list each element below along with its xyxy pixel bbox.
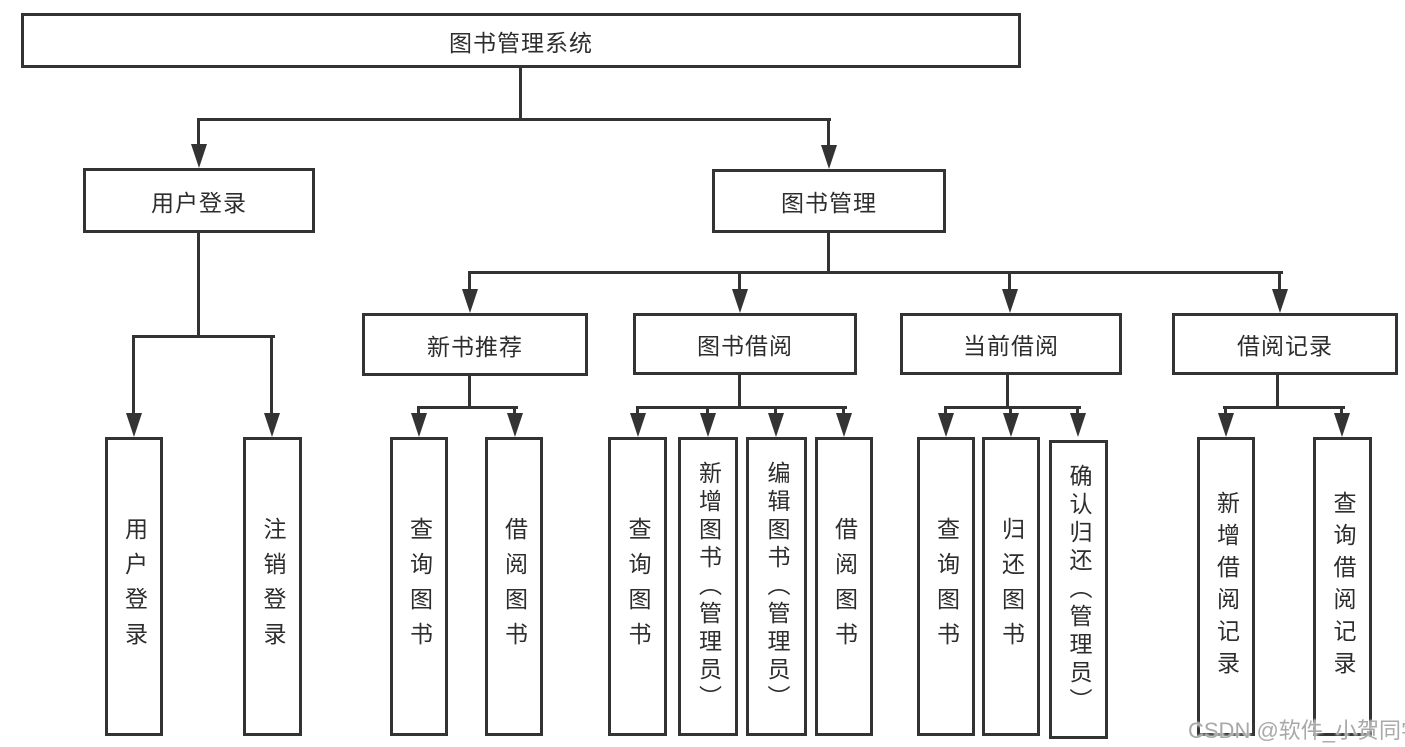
leaf-label: 用户登录 — [121, 516, 148, 657]
leaf-query-borrow-record: 查询借阅记录 — [1313, 437, 1372, 736]
connector-book-management-stem — [827, 231, 830, 273]
connector-drop-leaf — [636, 406, 639, 416]
connector-drop-leaf — [132, 335, 135, 415]
connector-drop-leaf — [417, 406, 420, 416]
leaf-edit-books-admin: 编辑图书（管理员） — [746, 437, 807, 736]
leaf-add-books-admin: 新增图书（管理员） — [678, 437, 738, 736]
node-label: 图书管理 — [781, 190, 877, 216]
connector-drop-leaf — [1340, 406, 1343, 416]
leaf-label: 新增图书（管理员） — [695, 460, 722, 713]
arrow-down-icon — [1002, 289, 1018, 313]
arrow-down-icon — [821, 145, 837, 169]
connector-current-rail — [944, 406, 1081, 409]
leaf-label: 确认归还（管理员） — [1066, 463, 1092, 716]
connector-drop-level3 — [1278, 271, 1281, 289]
leaf-logout-login: 注销登录 — [243, 437, 302, 736]
connector-recommend-stem — [468, 374, 471, 408]
arrow-down-icon — [191, 144, 207, 168]
connector-records-rail — [1223, 406, 1345, 409]
arrow-down-icon — [1003, 413, 1019, 437]
leaf-return-books: 归还图书 — [982, 437, 1040, 736]
connector-drop-leaf — [270, 335, 273, 415]
connector-records-stem — [1276, 373, 1279, 408]
arrow-down-icon — [1070, 413, 1086, 437]
csdn-watermark: CSDN @软件_小贺同学 — [1188, 718, 1405, 743]
node-new-book-recommend: 新书推荐 — [362, 313, 588, 376]
connector-borrow-rail — [636, 406, 847, 409]
node-book-management: 图书管理 — [712, 169, 946, 233]
arrow-down-icon — [836, 413, 852, 437]
leaf-borrow-books-borrow: 借阅图书 — [815, 437, 873, 736]
leaf-label: 编辑图书（管理员） — [764, 460, 790, 713]
leaf-label: 借阅图书 — [501, 516, 528, 657]
connector-drop-leaf — [513, 406, 516, 416]
leaf-label: 新增借阅记录 — [1213, 490, 1240, 683]
leaf-add-borrow-record: 新增借阅记录 — [1197, 437, 1255, 736]
arrow-down-icon — [1272, 289, 1288, 313]
connector-borrow-stem — [738, 373, 741, 408]
arrow-down-icon — [630, 413, 646, 437]
connector-root-stem — [519, 65, 522, 121]
connector-current-stem — [1006, 373, 1009, 408]
node-label: 图书管理系统 — [449, 29, 593, 56]
leaf-label: 查询借阅记录 — [1330, 490, 1356, 683]
leaf-user-login: 用户登录 — [105, 437, 163, 736]
connector-drop-leaf — [1224, 406, 1227, 416]
leaf-label: 查询图书 — [933, 516, 960, 657]
leaf-query-books-current: 查询图书 — [917, 437, 975, 736]
node-current-borrow: 当前借阅 — [900, 313, 1122, 375]
node-borrow-records: 借阅记录 — [1172, 313, 1398, 375]
leaf-label: 查询图书 — [406, 516, 433, 657]
connector-drop-level3 — [738, 271, 741, 289]
node-label: 新书推荐 — [427, 333, 523, 360]
connector-drop-leaf — [842, 406, 845, 416]
connector-drop-leaf — [1009, 406, 1012, 416]
connector-drop-book-management — [827, 118, 830, 146]
connector-book-management-rail — [468, 271, 1283, 274]
connector-drop-leaf — [1076, 406, 1079, 416]
node-book-borrow: 图书借阅 — [633, 313, 857, 375]
leaf-label: 借阅图书 — [831, 516, 858, 657]
arrow-down-icon — [462, 289, 478, 313]
leaf-confirm-return-admin: 确认归还（管理员） — [1049, 440, 1108, 739]
connector-user-login-rail — [132, 335, 275, 338]
connector-recommend-rail — [417, 406, 518, 409]
node-label: 借阅记录 — [1237, 333, 1333, 359]
arrow-down-icon — [1218, 413, 1234, 437]
arrow-down-icon — [264, 413, 280, 437]
leaf-label: 查询图书 — [625, 516, 651, 657]
leaf-query-books-borrow: 查询图书 — [608, 437, 667, 736]
arrow-down-icon — [126, 413, 142, 437]
arrow-down-icon — [700, 413, 716, 437]
connector-drop-level3 — [1008, 271, 1011, 289]
connector-drop-user-login — [197, 118, 200, 146]
arrow-down-icon — [938, 413, 954, 437]
node-label: 用户登录 — [151, 189, 247, 216]
leaf-label: 归还图书 — [998, 516, 1025, 657]
connector-root-rail — [197, 118, 831, 121]
connector-user-login-stem — [197, 231, 200, 337]
node-user-login: 用户登录 — [83, 168, 315, 233]
node-label: 当前借阅 — [963, 333, 1059, 359]
leaf-query-books-recommend: 查询图书 — [390, 437, 448, 736]
node-root-system: 图书管理系统 — [21, 13, 1021, 68]
arrow-down-icon — [768, 413, 784, 437]
node-label: 图书借阅 — [697, 333, 793, 359]
connector-drop-leaf — [944, 406, 947, 416]
arrow-down-icon — [732, 289, 748, 313]
arrow-down-icon — [1334, 413, 1350, 437]
connector-drop-level3 — [468, 271, 471, 289]
leaf-label: 注销登录 — [260, 516, 286, 657]
connector-drop-leaf — [774, 406, 777, 416]
leaf-borrow-books-recommend: 借阅图书 — [485, 437, 543, 736]
arrow-down-icon — [411, 413, 427, 437]
arrow-down-icon — [507, 413, 523, 437]
connector-drop-leaf — [706, 406, 709, 416]
